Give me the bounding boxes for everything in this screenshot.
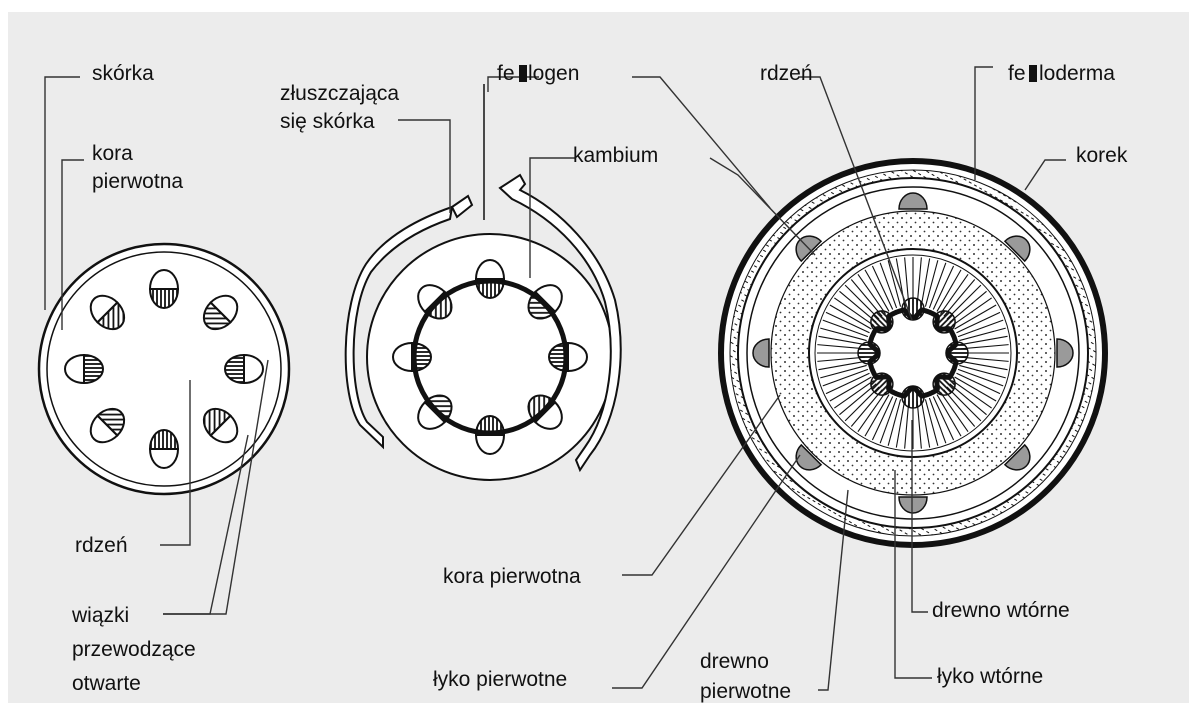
label-wiazki-1: wiązki	[71, 604, 129, 627]
label-loderma: loderma	[1039, 62, 1115, 85]
label-zluszczajaca-2: się skórka	[280, 110, 375, 133]
label-rdzen-3: rdzeń	[760, 62, 813, 85]
label-korek: korek	[1076, 144, 1128, 167]
stem1-bundle-3	[225, 355, 263, 383]
label-kambium: kambium	[573, 144, 658, 167]
primary-xylem-1	[946, 342, 968, 364]
label-fellogen-block	[519, 65, 527, 82]
stem1-bundle-7	[65, 355, 103, 383]
stem1-bundle-5	[150, 430, 178, 468]
label-fe-2: fe	[1008, 62, 1026, 85]
label-fe: fe	[497, 62, 515, 85]
label-drewno-p1: drewno	[700, 650, 769, 673]
label-drewno-wtorne: drewno wtórne	[932, 599, 1070, 622]
label-felloderma-block	[1029, 65, 1037, 82]
stem1-bundle-1	[150, 270, 178, 308]
label-drewno-p2: pierwotne	[700, 680, 791, 703]
stem2-bundle-3	[549, 343, 587, 371]
label-rdzen-1: rdzeń	[75, 534, 128, 557]
primary-xylem-3	[902, 386, 924, 408]
label-logen: logen	[528, 62, 579, 85]
label-wiazki-3: otwarte	[72, 672, 141, 695]
label-lyko-pierwotne: łyko pierwotne	[433, 668, 567, 691]
label-wiazki-2: przewodzące	[72, 638, 196, 661]
stem2-bundle-7	[393, 343, 431, 371]
label-zluszczajaca-1: złuszczająca	[280, 82, 399, 105]
stem2-bundle-5	[476, 416, 504, 454]
label-skorka: skórka	[92, 62, 154, 85]
label-kora: kora	[92, 142, 133, 165]
label-kora-pierwotna: kora pierwotna	[443, 565, 581, 588]
label-pierwotna: pierwotna	[92, 170, 183, 193]
primary-xylem-5	[858, 342, 880, 364]
label-lyko-wtorne: łyko wtórne	[937, 665, 1043, 688]
stem2-bundle-1	[476, 260, 504, 298]
